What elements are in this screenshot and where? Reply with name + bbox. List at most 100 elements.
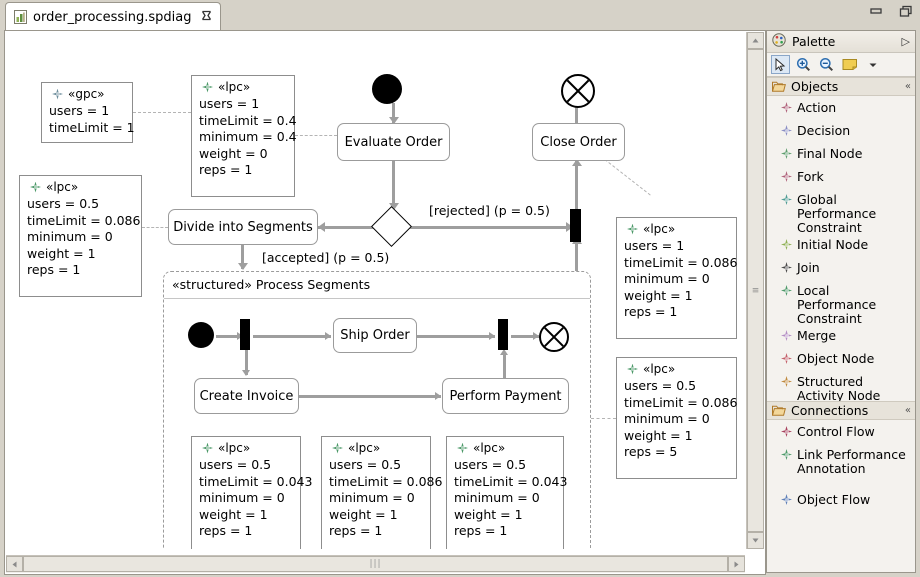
annotation-link-evaluate-order: [295, 135, 337, 136]
note-property-row: weight = 1: [624, 427, 693, 443]
note-stereotype: «lpc»: [473, 441, 506, 455]
palette-item-icon: [781, 194, 792, 205]
decision-node[interactable]: [370, 205, 413, 248]
initial-node[interactable]: [372, 74, 402, 104]
arrowhead: [388, 117, 399, 124]
note-stereotype: «lpc»: [643, 222, 676, 236]
palette-item-icon: [781, 285, 792, 296]
zoom-in-tool[interactable]: [794, 55, 813, 74]
note-stereotype: «lpc»: [218, 80, 251, 94]
flow-join-to-inner-final: [511, 334, 539, 338]
editor-tab-order-processing[interactable]: order_processing.spdiag: [5, 2, 222, 31]
flow-structured-to-merge: [575, 241, 578, 273]
folder-icon: [771, 405, 786, 416]
collapse-icon[interactable]: «: [904, 81, 911, 92]
canvas-horizontal-scrollbar[interactable]: |||: [6, 555, 745, 573]
palette-item-join[interactable]: Join: [767, 256, 915, 279]
palette-title: Palette: [792, 34, 836, 49]
collapse-icon[interactable]: «: [904, 405, 911, 416]
note-property-row: timeLimit = 0.086: [329, 473, 443, 489]
note-property-row: reps = 1: [199, 523, 253, 538]
final-node[interactable]: [561, 74, 595, 108]
scroll-up-button[interactable]: [747, 32, 764, 49]
canvas-vertical-scrollbar[interactable]: ≡: [746, 32, 764, 549]
note-property-row: reps = 1: [454, 523, 508, 538]
action-create-invoice[interactable]: Create Invoice: [194, 378, 299, 414]
action-divide-into-segments[interactable]: Divide into Segments: [168, 209, 318, 245]
edge-label-accepted: [accepted] (p = 0.5): [262, 250, 390, 265]
palette-item-icon: [781, 148, 792, 159]
minimize-button[interactable]: [868, 4, 884, 18]
palette-item-object-node[interactable]: Object Node: [767, 347, 915, 370]
palette-item-icon: [781, 376, 792, 387]
note-property-row: reps = 1: [329, 523, 383, 538]
scroll-down-button[interactable]: [747, 532, 764, 549]
palette-group-connections[interactable]: Connections«: [767, 401, 915, 420]
palette-item-fork[interactable]: Fork: [767, 165, 915, 188]
scroll-left-button[interactable]: [6, 556, 23, 572]
note-property-row: reps = 1: [199, 162, 253, 177]
palette-item-icon: [781, 102, 792, 113]
palette-group-objects[interactable]: Objects«: [767, 77, 915, 96]
zoom-out-tool[interactable]: [817, 55, 836, 74]
palette-item-icon: [781, 449, 792, 460]
constraint-sparkle-icon: [202, 443, 213, 454]
close-icon[interactable]: [201, 10, 212, 24]
palette-item-initial-node[interactable]: Initial Node: [767, 233, 915, 256]
palette-item-icon: [781, 125, 792, 136]
select-tool[interactable]: [771, 55, 790, 74]
note-property-row: timeLimit = 0.4: [199, 112, 297, 128]
diagram-surface[interactable]: «structured» Process Segments: [5, 31, 744, 549]
palette-item-decision[interactable]: Decision: [767, 119, 915, 142]
arrowhead: [500, 349, 508, 355]
action-ship-order[interactable]: Ship Order: [333, 318, 417, 353]
fork-bar[interactable]: [240, 319, 250, 350]
palette-item-link-performance-annotation[interactable]: Link Performance Annotation: [767, 443, 915, 488]
palette-item-object-flow[interactable]: Object Flow: [767, 488, 915, 511]
action-close-order[interactable]: Close Order: [532, 123, 625, 161]
palette-item-label: Action: [797, 100, 837, 115]
palette-item-final-node[interactable]: Final Node: [767, 142, 915, 165]
palette-item-control-flow[interactable]: Control Flow: [767, 420, 915, 443]
note-dropdown-arrow[interactable]: [863, 55, 882, 74]
scroll-right-button[interactable]: [728, 556, 745, 572]
action-perform-payment[interactable]: Perform Payment: [442, 378, 569, 414]
scroll-thumb-horizontal[interactable]: |||: [23, 556, 728, 572]
palette-item-label: Join: [797, 260, 820, 275]
note-property-row: users = 0.5: [329, 457, 402, 472]
note-property-row: users = 0.5: [27, 196, 100, 211]
palette-item-local-performance-constraint[interactable]: Local Performance Constraint: [767, 279, 915, 326]
palette-item-structured-activity-node[interactable]: Structured Activity Node: [767, 370, 915, 403]
final-node-inner[interactable]: [539, 322, 569, 352]
action-label: Evaluate Order: [344, 134, 443, 150]
palette-item-global-performance-constraint[interactable]: Global Performance Constraint: [767, 188, 915, 235]
constraint-sparkle-icon: [627, 364, 638, 375]
flow-divide-to-structured: [241, 245, 244, 269]
note-property-row: minimum = 0: [199, 490, 285, 505]
initial-node-inner[interactable]: [188, 322, 214, 348]
palette-panel: Palette ▷: [766, 30, 916, 573]
editor-tab-bar: order_processing.spdiag: [0, 0, 920, 31]
diagram-editor-canvas[interactable]: «structured» Process Segments: [4, 30, 766, 575]
palette-item-merge[interactable]: Merge: [767, 324, 915, 347]
note-tool[interactable]: [840, 55, 859, 74]
constraint-sparkle-icon: [332, 443, 343, 454]
maximize-button[interactable]: [898, 4, 914, 18]
action-evaluate-order[interactable]: Evaluate Order: [337, 123, 450, 161]
note-property-row: timeLimit = 0.043: [199, 473, 313, 489]
palette-header[interactable]: Palette ▷: [767, 31, 915, 53]
scroll-thumb-vertical[interactable]: ≡: [747, 49, 764, 532]
chevron-right-icon[interactable]: ▷: [901, 35, 910, 48]
annotation-link-process-segments: [591, 418, 616, 419]
palette-item-action[interactable]: Action: [767, 96, 915, 119]
join-bar-close-order[interactable]: [570, 209, 581, 242]
join-bar-inner[interactable]: [498, 319, 508, 350]
